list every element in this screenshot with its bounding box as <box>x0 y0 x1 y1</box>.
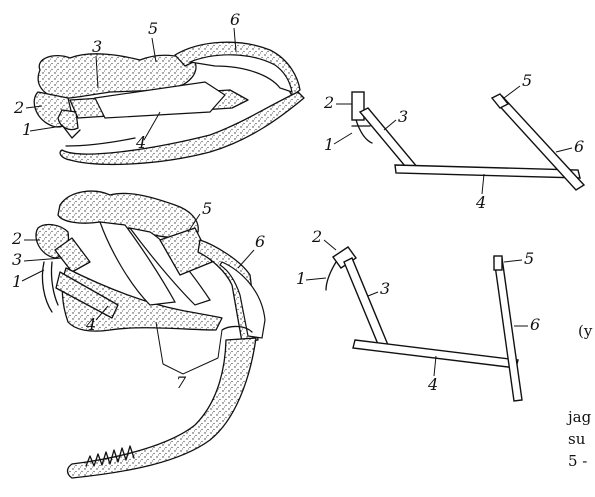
label-1-bottom-left: 1 <box>12 272 22 291</box>
label-1-bottom-right: 1 <box>296 269 306 288</box>
cropped-caption-text: (y jag su 5 - <box>566 322 593 470</box>
label-3-bottom-left: 3 <box>12 250 22 269</box>
label-5-bottom-right: 5 <box>524 249 534 268</box>
label-1-top-left: 1 <box>22 120 32 139</box>
label-7-bottom-left: 7 <box>176 373 187 392</box>
label-4-top-left: 4 <box>135 133 146 152</box>
rod-5-open <box>494 256 502 270</box>
fang-rod-open <box>326 262 336 290</box>
caption-fragment-d: 5 - <box>568 452 587 470</box>
skull-open-drawing <box>36 191 265 478</box>
label-6-bottom-left: 6 <box>255 232 265 251</box>
label-5-bottom-left: 5 <box>202 199 212 218</box>
label-2-bottom-left: 2 <box>11 229 22 248</box>
caption-fragment-c: su <box>568 430 586 448</box>
label-5-top-left: 5 <box>148 19 158 38</box>
rod-6-open <box>494 258 522 401</box>
caption-fragment-b: jag <box>566 408 592 426</box>
scheme-closed <box>352 92 584 190</box>
label-2-bottom-right: 2 <box>311 227 322 246</box>
rod-2-closed <box>352 92 364 120</box>
rod-4-closed <box>395 165 580 178</box>
label-4-top-right: 4 <box>475 193 486 212</box>
rod-3-open <box>344 258 388 349</box>
label-6-top-left: 6 <box>230 10 240 29</box>
label-5-top-right: 5 <box>522 71 532 90</box>
label-6-top-right: 6 <box>574 137 584 156</box>
label-3-top-right: 3 <box>398 107 408 126</box>
label-2-top-left: 2 <box>13 98 24 117</box>
label-2-top-right: 2 <box>323 93 334 112</box>
rod-5-closed <box>492 94 508 108</box>
scheme-open <box>326 247 522 401</box>
label-1-top-right: 1 <box>324 135 334 154</box>
label-3-top-left: 3 <box>92 37 102 56</box>
rod-3-closed <box>360 108 418 172</box>
label-4-bottom-left: 4 <box>85 315 96 334</box>
label-6-bottom-right: 6 <box>530 315 540 334</box>
label-3-bottom-right: 3 <box>380 279 390 298</box>
skull-closed-drawing <box>34 42 304 164</box>
label-4-bottom-right: 4 <box>427 375 438 394</box>
caption-fragment-a: (y <box>578 322 593 340</box>
